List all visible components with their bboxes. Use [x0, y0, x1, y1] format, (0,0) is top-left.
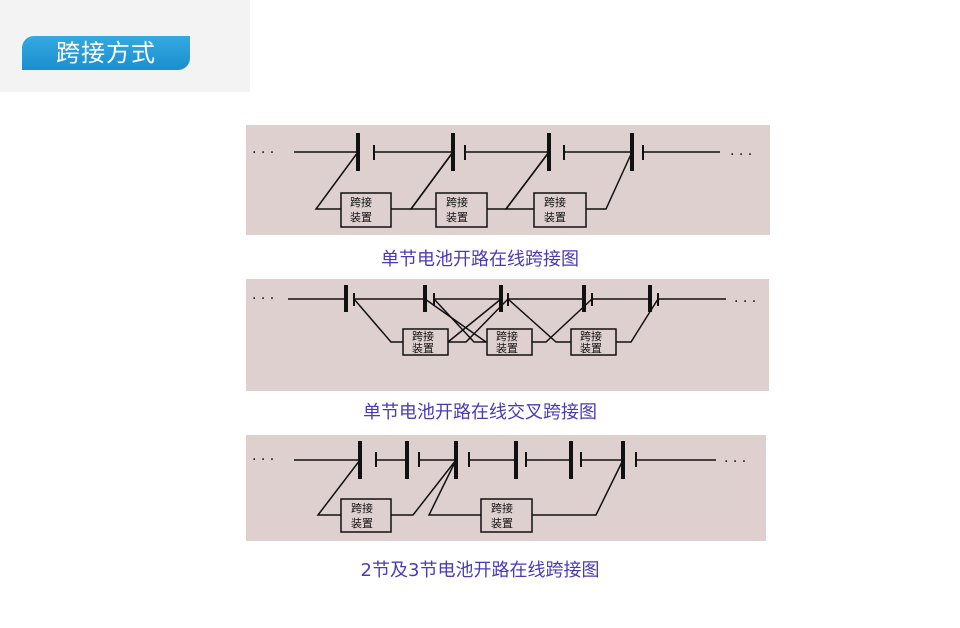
device-label-bottom: 装置 — [491, 517, 513, 530]
ellipsis-left: · · · — [252, 145, 274, 161]
device-label-top: 跨接 — [351, 502, 373, 515]
diagram-cross-connection: · · · · · · 跨接 装置 跨接 装置 跨接 装置 — [246, 279, 769, 391]
ellipsis-left: · · · — [252, 452, 274, 468]
diagram-caption: 单节电池开路在线跨接图 — [381, 249, 579, 270]
device-label-top: 跨接 — [446, 196, 468, 209]
device-label-bottom: 装置 — [412, 342, 434, 355]
device-label-bottom: 装置 — [544, 211, 566, 224]
ellipsis-right: · · · — [730, 147, 752, 163]
ellipsis-left: · · · — [252, 291, 274, 307]
device-label-top: 跨接 — [544, 196, 566, 209]
diagram-caption: 单节电池开路在线交叉跨接图 — [363, 402, 597, 423]
device-label-bottom: 装置 — [446, 211, 468, 224]
device-label-top: 跨接 — [491, 502, 513, 515]
diagram-caption: 2节及3节电池开路在线跨接图 — [360, 560, 600, 581]
ellipsis-right: · · · — [734, 294, 756, 310]
ellipsis-right: · · · — [724, 454, 746, 470]
device-label-bottom: 装置 — [350, 211, 372, 224]
diagram-single-cell: · · · · · · 跨接 装置 跨接 装置 跨接 装置 — [246, 125, 770, 235]
device-label-top: 跨接 — [350, 196, 372, 209]
diagram-multi-cell: · · · · · · 跨接 装置 跨接 装置 — [246, 435, 766, 541]
device-label-top: 跨接 — [412, 330, 434, 343]
section-title: 跨接方式 — [22, 36, 190, 70]
device-label-top: 跨接 — [496, 330, 518, 343]
device-label-bottom: 装置 — [351, 517, 373, 530]
device-label-top: 跨接 — [580, 330, 602, 343]
device-label-bottom: 装置 — [580, 342, 602, 355]
device-label-bottom: 装置 — [496, 342, 518, 355]
